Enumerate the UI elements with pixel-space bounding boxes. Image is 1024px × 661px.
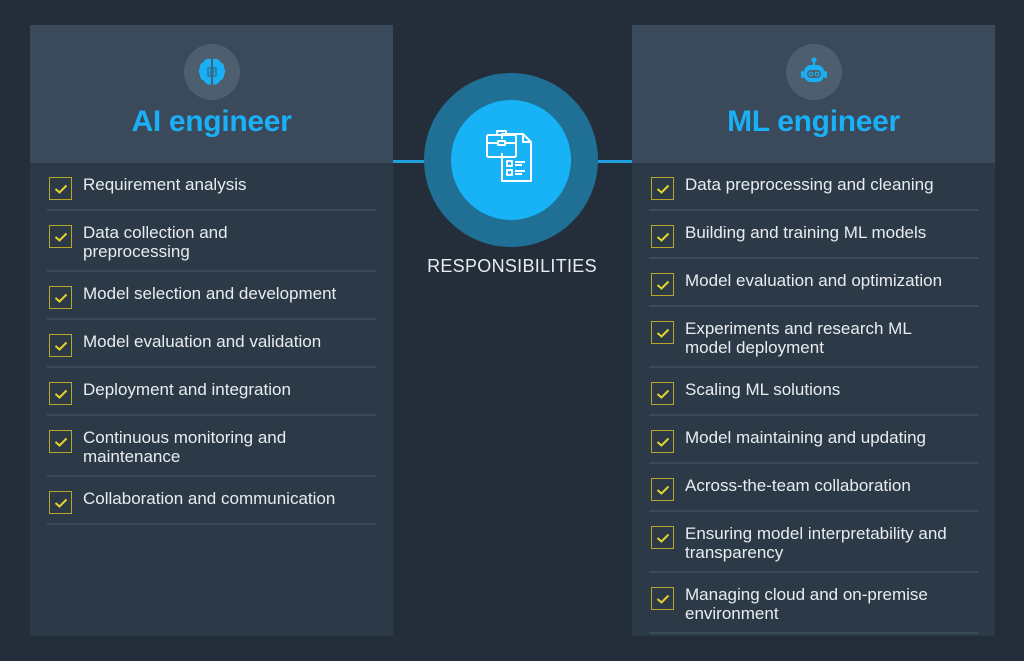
checkbox-icon (651, 382, 674, 405)
list-item: Building and training ML models (649, 211, 978, 259)
checkbox-icon (651, 273, 674, 296)
item-text: Data preprocessing and cleaning (685, 175, 934, 194)
item-text: Deployment and integration (83, 380, 291, 399)
list-item: Model maintaining and updating (649, 416, 978, 464)
responsibilities-badge-inner (451, 100, 571, 220)
list-item: Ensuring model interpretability and tran… (649, 512, 978, 573)
ai-engineer-list: Requirement analysis Data collection and… (30, 163, 393, 525)
item-text: Model evaluation and optimization (685, 271, 943, 290)
list-item: Requirement analysis (47, 163, 376, 211)
checkbox-icon (49, 430, 72, 453)
ai-engineer-title: AI engineer (131, 105, 292, 138)
connector-line-left (393, 160, 427, 163)
checkbox-icon (651, 225, 674, 248)
checkbox-icon (651, 478, 674, 501)
ai-engineer-card: AI engineer Requirement analysis Data co… (30, 25, 393, 636)
checkbox-icon (49, 491, 72, 514)
briefcase-document-icon (486, 130, 532, 182)
list-item: Model selection and development (47, 272, 376, 320)
brain-chip-icon (183, 44, 240, 100)
item-text: Model evaluation and validation (83, 332, 322, 351)
list-item: Model evaluation and optimization (649, 259, 978, 307)
ml-engineer-card: ML engineer Data preprocessing and clean… (632, 25, 995, 636)
list-item: Managing cloud and on-premise environmen… (649, 573, 978, 634)
responsibilities-label: RESPONSIBILITIES (427, 256, 597, 276)
list-item: Model evaluation and validation (47, 320, 376, 368)
ml-engineer-list: Data preprocessing and cleaning Building… (632, 163, 995, 634)
item-text: Requirement analysis (83, 175, 247, 194)
item-text: Scaling ML solutions (685, 380, 841, 399)
item-text: Model selection and development (83, 284, 337, 303)
checkbox-icon (49, 225, 72, 248)
item-text: Model maintaining and updating (685, 428, 927, 447)
list-item: Experiments and research ML model deploy… (649, 307, 978, 368)
list-item: Data preprocessing and cleaning (649, 163, 978, 211)
checkbox-icon (651, 321, 674, 344)
checkbox-icon (651, 430, 674, 453)
item-text: Data collection and preprocessing (83, 223, 228, 261)
ml-engineer-title: ML engineer (727, 105, 900, 138)
item-text: Continuous monitoring and maintenance (83, 428, 287, 466)
item-text: Experiments and research ML model deploy… (685, 319, 912, 357)
list-item: Data collection and preprocessing (47, 211, 376, 272)
checkbox-icon (49, 334, 72, 357)
list-item: Scaling ML solutions (649, 368, 978, 416)
list-item: Continuous monitoring and maintenance (47, 416, 376, 477)
item-text: Across-the-team collaboration (685, 476, 911, 495)
item-text: Managing cloud and on-premise environmen… (685, 585, 928, 623)
item-text: Building and training ML models (685, 223, 927, 242)
list-item: Deployment and integration (47, 368, 376, 416)
checkbox-icon (49, 382, 72, 405)
robot-icon (785, 44, 842, 100)
checkbox-icon (651, 526, 674, 549)
ml-engineer-header: ML engineer (632, 25, 995, 163)
checkbox-icon (49, 286, 72, 309)
ai-engineer-header: AI engineer (30, 25, 393, 163)
checkbox-icon (49, 177, 72, 200)
checkbox-icon (651, 587, 674, 610)
item-text: Collaboration and communication (83, 489, 336, 508)
item-text: Ensuring model interpretability and tran… (685, 524, 947, 562)
list-item: Collaboration and communication (47, 477, 376, 525)
list-item: Across-the-team collaboration (649, 464, 978, 512)
connector-line-right (596, 160, 632, 163)
responsibilities-badge (424, 73, 598, 247)
checkbox-icon (651, 177, 674, 200)
